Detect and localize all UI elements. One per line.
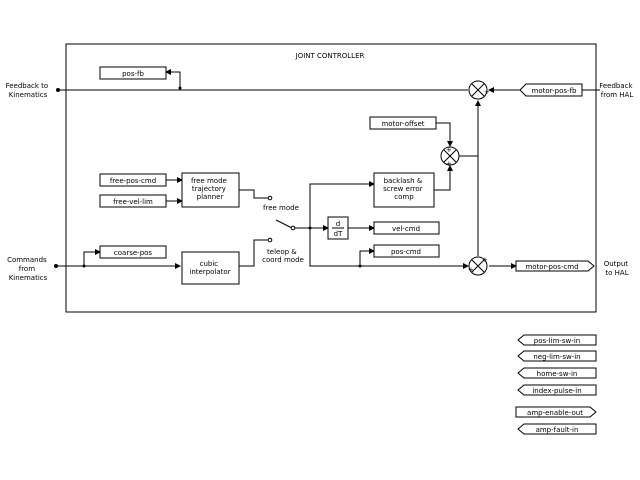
- commands-from-kinematics-label: Commands from Kinematics: [7, 256, 49, 282]
- backlash-comp-label: backlash & screw error comp: [383, 177, 425, 201]
- offset-summing-junction: + +: [440, 146, 460, 168]
- feedback-from-hal-label: Feedback from HAL: [599, 82, 635, 99]
- svg-text:index-pulse-in: index-pulse-in: [532, 387, 581, 395]
- pos-cmd-box: [373, 244, 440, 258]
- svg-text:pos-lim-sw-in: pos-lim-sw-in: [534, 337, 580, 345]
- feedback-terminal: [56, 88, 60, 92]
- svg-text:neg-lim-sw-in: neg-lim-sw-in: [533, 353, 580, 361]
- svg-text:+: +: [482, 256, 488, 264]
- output-to-hal-label: Output to HAL: [604, 260, 631, 277]
- free-vel-lim-label: free-vel-lim: [113, 198, 153, 206]
- cubic-interpolator-label: cubic interpolator: [189, 260, 230, 276]
- vel-cmd-label: vel-cmd: [392, 225, 420, 233]
- svg-text:home-sw-in: home-sw-in: [537, 370, 578, 378]
- svg-text:+: +: [484, 88, 490, 96]
- free-mode-label: free mode: [263, 204, 299, 212]
- trajectory-planner-label: free mode trajectory planner: [191, 177, 229, 201]
- pos-fb-tap: [165, 69, 181, 90]
- derivative-denominator: dT: [334, 230, 343, 238]
- svg-text:amp-enable-out: amp-enable-out: [527, 409, 583, 417]
- svg-text:+: +: [446, 146, 452, 154]
- teleop-coord-label: teleop & coord mode: [262, 248, 304, 264]
- controller-frame: [65, 43, 597, 313]
- backlash-comp-box: [373, 172, 435, 208]
- svg-text:+: +: [468, 266, 474, 274]
- hal-pin-amp-fault-in: amp-fault-in: [517, 423, 597, 435]
- motor-pos-cmd-label: motor-pos-cmd: [525, 263, 578, 271]
- feedback-summing-junction: +: [468, 80, 490, 100]
- diagram-title: JOINT CONTROLLER: [295, 52, 365, 60]
- mode-switch-arm: [275, 219, 293, 229]
- free-pos-cmd-label: free-pos-cmd: [110, 177, 156, 185]
- hal-pin-pos-lim-sw-in: pos-lim-sw-in: [517, 334, 597, 346]
- coarse-pos-box: [99, 245, 167, 259]
- motor-pos-cmd-pin: [515, 260, 595, 272]
- coarse-pos-label: coarse-pos: [114, 249, 153, 257]
- switch-teleop-contact: [267, 237, 273, 243]
- svg-text:+: +: [446, 160, 452, 168]
- switch-common-contact: [290, 225, 296, 231]
- output-summing-junction: + +: [468, 256, 488, 276]
- pos-fb-box: [99, 66, 167, 80]
- hal-pin-index-pulse-in: index-pulse-in: [517, 384, 597, 396]
- motor-pos-fb-label: motor-pos-fb: [532, 87, 577, 95]
- vel-cmd-box: [373, 221, 440, 235]
- derivative-numerator: d: [336, 220, 340, 228]
- motor-offset-label: motor-offset: [381, 120, 424, 128]
- switch-free-contact: [267, 195, 273, 201]
- hal-pin-amp-enable-out: amp-enable-out: [515, 406, 597, 418]
- hal-pin-home-sw-in: home-sw-in: [517, 367, 597, 379]
- pos-fb-label: pos-fb: [122, 70, 144, 78]
- svg-text:amp-fault-in: amp-fault-in: [536, 426, 579, 434]
- feedback-to-kinematics-label: Feedback to Kinematics: [6, 82, 51, 99]
- hal-pin-neg-lim-sw-in: neg-lim-sw-in: [517, 350, 597, 362]
- pos-cmd-label: pos-cmd: [391, 248, 421, 256]
- cubic-interpolator-box: [181, 251, 240, 285]
